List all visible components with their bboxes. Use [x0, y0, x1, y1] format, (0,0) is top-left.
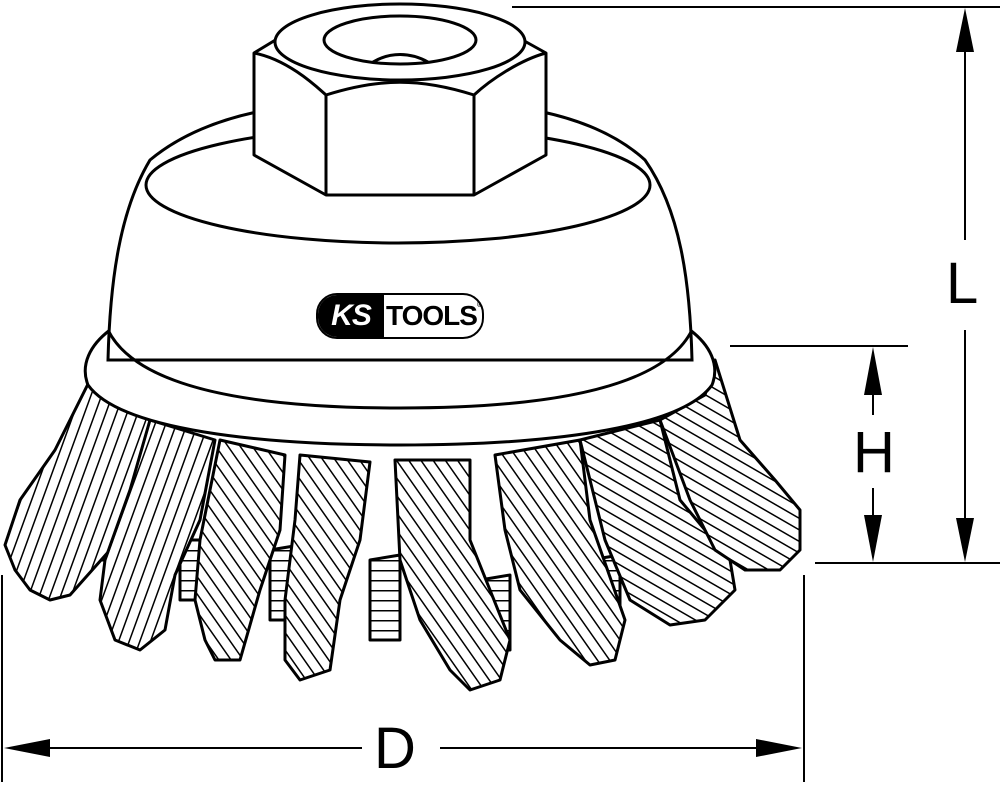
- logo-tools-word: TOOLS: [386, 300, 478, 331]
- dimension-lines: [1, 6, 1000, 782]
- brand-logo: KS TOOLS®: [316, 293, 484, 339]
- logo-ks-text: KS: [318, 295, 384, 337]
- dimension-label-diameter: D: [370, 720, 420, 778]
- logo-tools-text: TOOLS®: [384, 295, 482, 337]
- wire-knots: [3, 358, 802, 692]
- registered-mark: ®: [476, 300, 482, 309]
- dimension-label-height: H: [849, 424, 899, 482]
- hex-nut: [252, 2, 548, 197]
- dimension-label-length: L: [942, 255, 983, 313]
